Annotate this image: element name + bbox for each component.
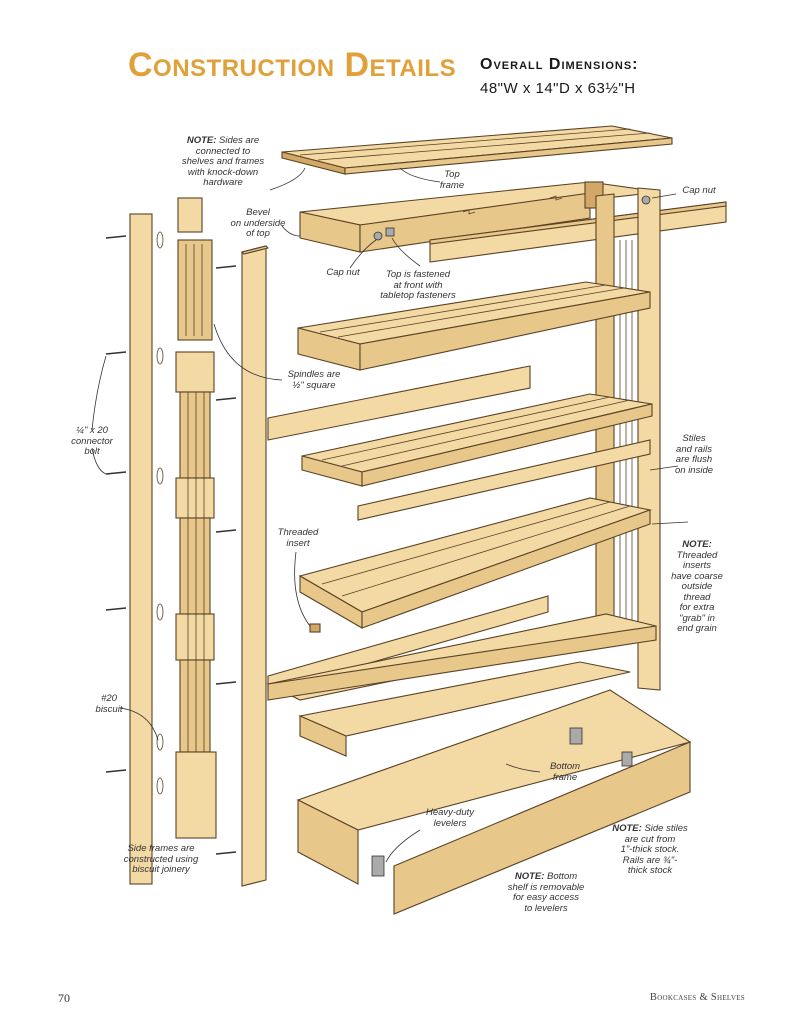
callout-cap-nut-left: Cap nut <box>326 267 360 278</box>
top-board <box>281 125 673 175</box>
left-front-stile <box>240 245 270 887</box>
shelf-1-rail <box>267 365 531 441</box>
note-prefix: NOTE: <box>514 871 545 882</box>
callout-top-frame: Top frame <box>439 169 465 191</box>
callout-note-stiles: NOTE: Side stiles are cut from 1"-thick … <box>600 823 700 877</box>
shelf-3 <box>298 497 653 629</box>
callout-threaded-insert: Threaded insert <box>277 527 319 549</box>
note-prefix: NOTE: <box>186 135 217 146</box>
callout-note-sides: NOTE: Sides are connected to shelves and… <box>168 135 278 189</box>
page-number: 70 <box>58 991 70 1005</box>
note-text: Bottom shelf is removable for easy acces… <box>507 871 585 914</box>
note-text: Threaded inserts have coarse outside thr… <box>671 549 723 634</box>
note-text: Side stiles are cut from 1"-thick stock.… <box>620 823 688 876</box>
note-prefix: NOTE: <box>612 823 642 834</box>
callout-note-bottom: NOTE: Bottom shelf is removable for easy… <box>486 871 606 914</box>
connector-bolts <box>105 235 237 855</box>
callout-side-frames: Side frames are constructed using biscui… <box>123 843 199 875</box>
callout-top-fastened: Top is fastened at front with tabletop f… <box>380 269 456 301</box>
callout-bottom-frame: Bottom frame <box>549 761 581 783</box>
running-head: Bookcases & Shelves <box>649 992 745 1003</box>
shelf-2 <box>301 393 653 487</box>
callout-cap-nut-right: Cap nut <box>682 185 716 196</box>
dimensions-label: Overall Dimensions: <box>480 56 639 73</box>
shelf-1 <box>297 281 651 371</box>
callout-stiles-rails: Stiles and rails are flush on inside <box>674 433 714 476</box>
callout-levelers: Heavy-duty levelers <box>425 807 475 829</box>
shelf-2-rail <box>357 439 651 521</box>
dimensions-value: 48"W x 14"D x 63½"H <box>480 80 636 97</box>
callout-note-inserts: NOTE: Threaded inserts have coarse outsi… <box>664 539 730 635</box>
note-text: Sides are connected to shelves and frame… <box>181 135 265 188</box>
left-side-frame <box>129 197 217 885</box>
page-title: Construction Details <box>128 46 457 84</box>
callout-spindles: Spindles are ½" square <box>287 369 341 391</box>
bottom-frame <box>296 661 692 915</box>
callout-biscuit: #20 biscuit <box>95 693 123 715</box>
shelf-4 <box>266 613 657 701</box>
note-prefix: NOTE: <box>682 539 712 550</box>
hardware <box>309 195 651 633</box>
callout-connector-bolt: ¼" x 20 connector bolt <box>71 425 113 457</box>
leader-lines <box>91 167 689 863</box>
callout-bevel: Bevel on underside of top <box>230 207 286 239</box>
